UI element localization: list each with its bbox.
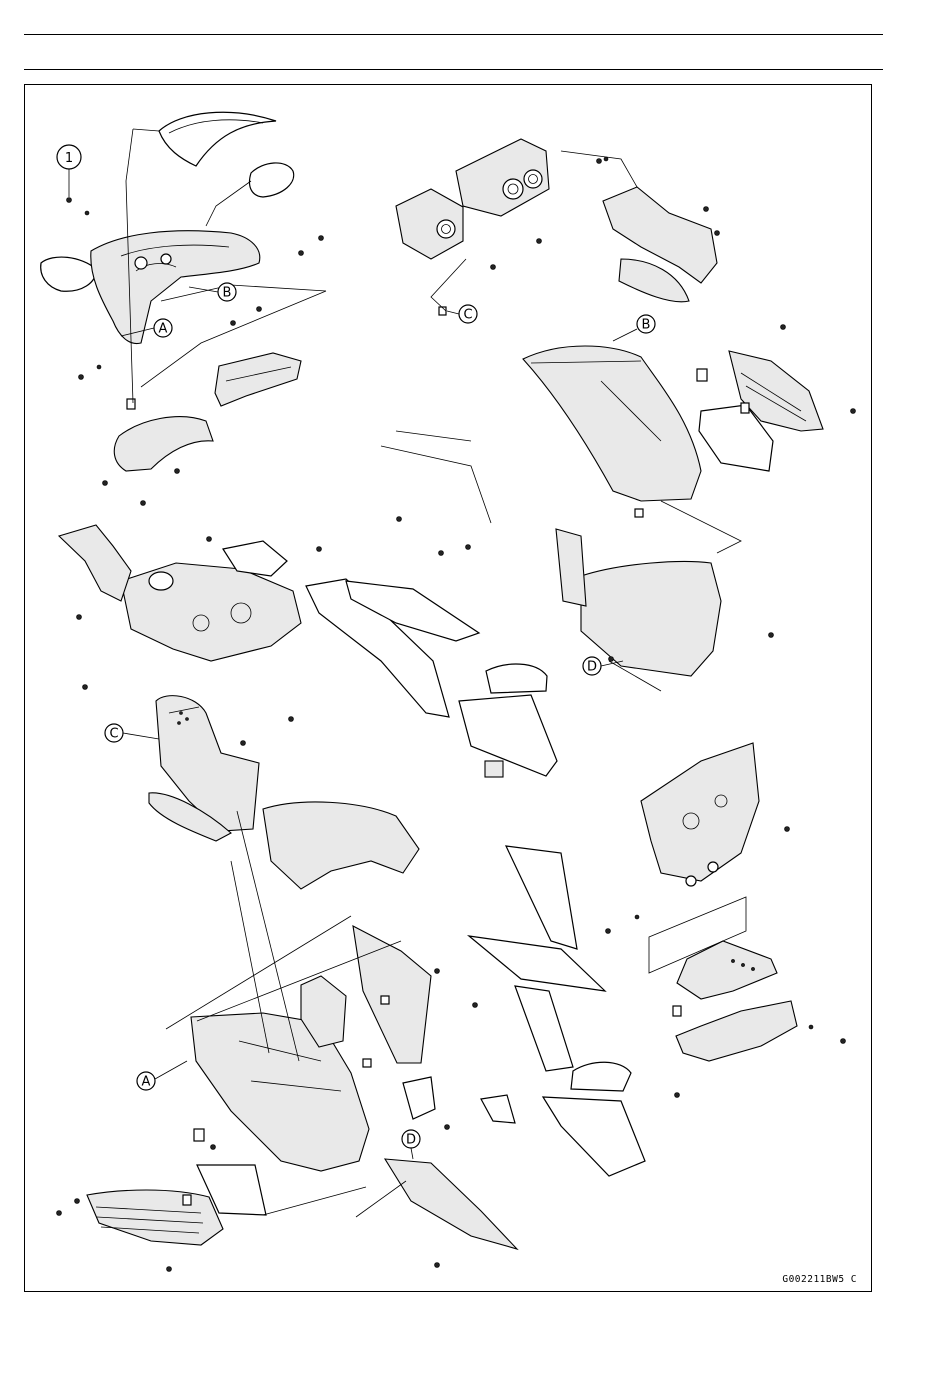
callout-A-bottom: A xyxy=(137,1061,187,1090)
callout-D-bottom: D xyxy=(402,1130,420,1159)
callout-D-bottom-label: D xyxy=(406,1133,416,1148)
callout-B-top-left-label: B xyxy=(223,286,232,301)
lower-cowl-right xyxy=(581,562,721,676)
callout-C-top-label: C xyxy=(463,308,472,323)
callout-C-top: C xyxy=(447,305,477,323)
frame-bracket-left xyxy=(59,525,131,601)
frame-section-right xyxy=(641,743,759,881)
upper-fairing-inner-bracket xyxy=(215,353,301,406)
upper-fairing-group xyxy=(41,112,326,505)
inner-panel-9 xyxy=(543,1097,645,1176)
callout-B-right: B xyxy=(613,315,655,341)
inner-panel-4 xyxy=(459,695,557,776)
middle-fairing-left xyxy=(263,802,419,889)
middle-fairing-right xyxy=(523,346,701,501)
fairing-exploded-view: 1 A B C B D C A D xyxy=(25,85,873,1293)
callout-1-label: 1 xyxy=(65,151,73,166)
lower-cowl-fin-left xyxy=(385,1159,517,1249)
inner-panel-8 xyxy=(571,1062,631,1091)
frame-tank-group xyxy=(59,525,322,690)
mirror-right xyxy=(250,163,294,197)
inner-cover-upper xyxy=(114,417,213,471)
rear-cover-right xyxy=(676,1001,797,1061)
grille-panel xyxy=(403,1077,435,1119)
callout-1: 1 xyxy=(57,145,81,197)
callout-B-right-label: B xyxy=(642,318,651,333)
callout-C-left: C xyxy=(105,724,159,742)
figure-code: G002211BW5 C xyxy=(782,1274,857,1285)
left-cowl-group xyxy=(57,696,518,1272)
headlight-group xyxy=(396,139,720,315)
callout-B-top-left: B xyxy=(189,283,236,301)
callout-A-top-label: A xyxy=(159,322,168,337)
rear-bracket-group xyxy=(606,743,846,1098)
mirror-left xyxy=(41,257,96,291)
callout-C-left-label: C xyxy=(109,727,118,742)
fuel-tank-area xyxy=(121,563,301,661)
middle-cowl-left xyxy=(353,926,431,1063)
inner-panel-6 xyxy=(469,936,605,991)
callout-A-bottom-label: A xyxy=(142,1075,151,1090)
duct-panel-right xyxy=(556,529,586,606)
exploded-diagram-frame: 1 A B C B D C A D G002211BW5 C xyxy=(24,84,872,1292)
stay-bracket xyxy=(677,941,777,999)
header-rule-top xyxy=(24,34,883,35)
inner-panel-5 xyxy=(506,846,577,949)
header-rule-bottom xyxy=(24,69,883,70)
inner-panel-10 xyxy=(481,1095,515,1123)
callout-D-right-label: D xyxy=(587,660,597,675)
inner-panel-3 xyxy=(486,664,547,693)
inner-panel-7 xyxy=(515,986,573,1071)
